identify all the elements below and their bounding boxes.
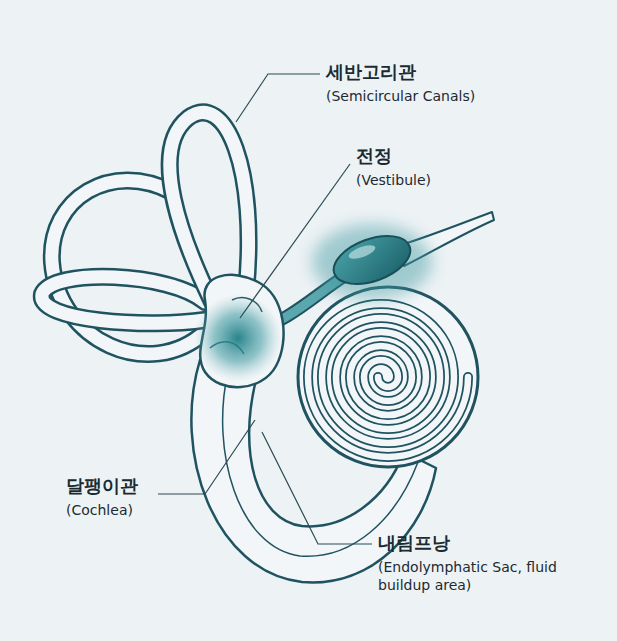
endolymphatic-duct-and-sac: [250, 212, 494, 332]
part-name-english: (Vestibule): [356, 172, 431, 190]
vestibule-glow: [194, 294, 282, 382]
cochlea-body: [298, 287, 478, 467]
leader-line: [158, 420, 255, 494]
part-name-english: (Endolymphatic Sac, fluid buildup area): [378, 559, 558, 594]
leader-lines: [158, 74, 372, 544]
superior-canal-lumen: [170, 112, 249, 302]
part-name: 전정: [356, 145, 392, 168]
leader-line: [240, 164, 350, 318]
sac-glow: [312, 224, 432, 300]
lateral-canal-wall: [42, 277, 205, 324]
leader-line: [262, 432, 372, 544]
cochlea-spiral-lumen: [308, 304, 468, 457]
cochlea-spiral-wall: [308, 304, 468, 457]
superior-canal-wall: [170, 112, 249, 302]
sac-highlight: [347, 243, 377, 262]
lateral-canal-lumen: [42, 277, 205, 324]
endolymphatic-sac: [327, 227, 417, 294]
part-name: 내림프낭: [378, 532, 450, 555]
part-name-english: (Semicircular Canals): [326, 88, 475, 106]
leader-line: [236, 74, 320, 122]
part-name-english: (Cochlea): [66, 502, 133, 520]
part-name: 달팽이관: [66, 475, 138, 498]
part-name: 세반고리관: [326, 61, 416, 84]
